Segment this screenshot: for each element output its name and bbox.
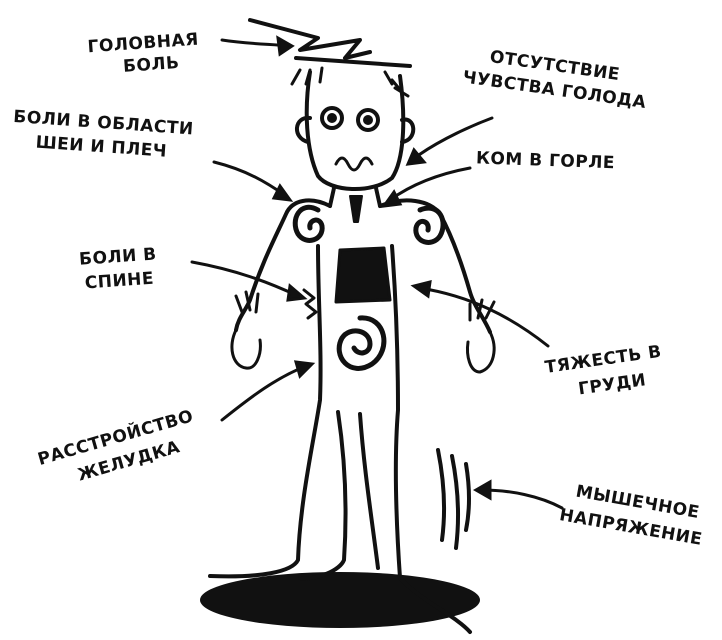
label-headache: ГОЛОВНАЯ БОЛЬ	[87, 30, 201, 80]
label-headache-line2: БОЛЬ	[122, 53, 180, 77]
label-neck-shoulder-line2: ШЕИ И ПЛЕЧ	[35, 133, 168, 162]
arrow-muscle-tension	[482, 490, 562, 508]
stressed-figure	[210, 20, 494, 632]
label-no-appetite: ОТСУТСТВИЕ ЧУВСТВА ГОЛОДА	[461, 44, 651, 113]
label-throat-lump: КОМ В ГОРЛЕ	[476, 148, 616, 173]
arrow-stomach-upset	[222, 366, 306, 420]
label-chest-heaviness-line2: ГРУДИ	[577, 370, 647, 399]
right-shoulder-spiral	[416, 208, 443, 242]
back-pain-mark	[304, 290, 316, 318]
label-headache-line1: ГОЛОВНАЯ	[87, 30, 199, 58]
label-back-pain: БОЛИ В СПИНЕ	[78, 244, 159, 293]
label-stomach-upset: РАССТРОЙСТВО ЖЕЛУДКА	[35, 404, 203, 494]
label-chest-heaviness: ТЯЖЕСТЬ В ГРУДИ	[544, 342, 667, 404]
label-back-pain-line1: БОЛИ В	[78, 244, 157, 269]
label-chest-heaviness-line1: ТЯЖЕСТЬ В	[544, 342, 663, 378]
label-neck-shoulder: БОЛИ В ОБЛАСТИ ШЕИ И ПЛЕЧ	[11, 107, 194, 163]
tension-line	[438, 450, 444, 540]
tension-line	[466, 464, 469, 530]
arrow-neck-shoulder	[214, 162, 286, 196]
label-back-pain-line2: СПИНЕ	[84, 269, 155, 294]
label-muscle-tension: МЫШЕЧНОЕ НАПРЯЖЕНИЕ	[558, 480, 708, 550]
ground-shadow	[200, 572, 480, 628]
left-shoulder-spiral	[295, 207, 322, 240]
stomach-spiral	[339, 318, 384, 369]
tension-line	[452, 456, 458, 548]
lightning-icon	[250, 20, 370, 58]
wavy-mouth	[336, 158, 372, 170]
throat-tie	[350, 196, 362, 222]
chest-block	[336, 248, 390, 302]
label-throat-lump-line1: КОМ В ГОРЛЕ	[476, 148, 616, 173]
left-hand	[232, 292, 260, 368]
head	[307, 72, 404, 189]
arrow-throat-lump	[390, 168, 470, 200]
